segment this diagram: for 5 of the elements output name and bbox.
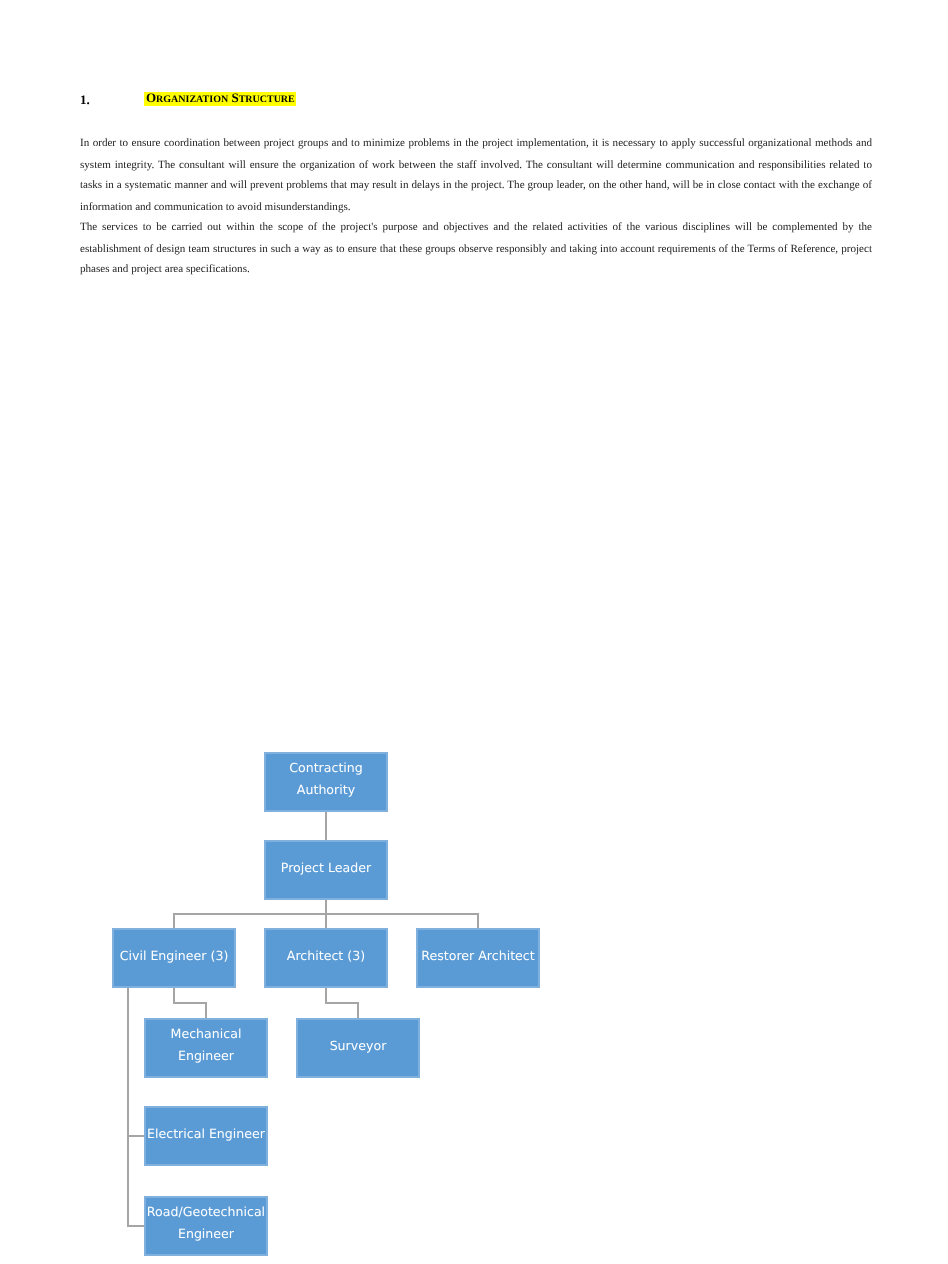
connector-line	[325, 987, 359, 1019]
connector-line	[325, 811, 327, 841]
connector-line	[127, 987, 145, 1227]
connector-line	[173, 987, 207, 1019]
connector-line	[325, 899, 479, 929]
